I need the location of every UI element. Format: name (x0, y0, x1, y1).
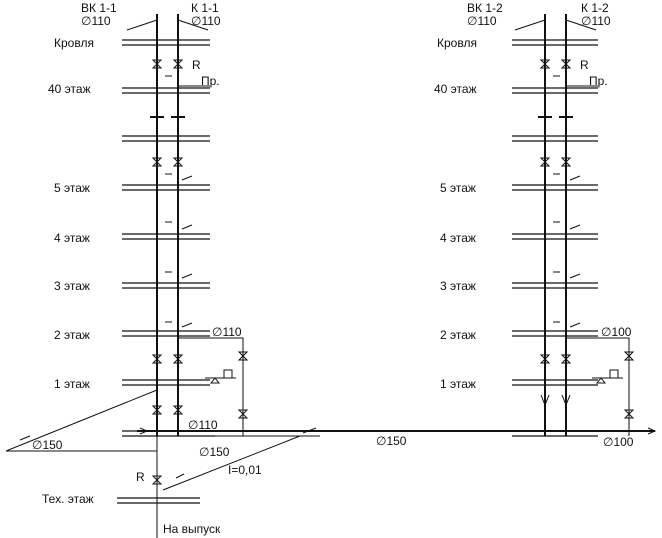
floor-label-5: 5 этаж (54, 181, 90, 195)
main-arrow-right (647, 427, 657, 435)
riser-head-leader (514, 19, 546, 31)
riser-label-vk-1-2: ВК 1-2 (467, 1, 503, 15)
floor-label-40: 40 этаж (48, 82, 91, 96)
riser-label-k-1-1: К 1-1 (191, 1, 219, 15)
branch-2nd-floor-left (178, 337, 244, 436)
floor-label-tech: Тех. этаж (42, 492, 94, 506)
valve-branch-left (237, 351, 249, 361)
main-diam-left: ∅110 (188, 418, 218, 432)
floor-labels-right: Кровля 40 этаж 5 этаж 4 этаж 3 этаж 2 эт… (434, 36, 477, 391)
flow-mark (19, 435, 31, 441)
revision-label-right: R (580, 58, 589, 72)
floor-label-roof: Кровля (54, 36, 94, 50)
riser-group-right (512, 14, 657, 437)
fixture-symbol-left (205, 369, 236, 384)
pipe-annotations: R R Пр. Пр. ∅110 ∅100 ∅110 ∅100 ∅150 ∅15… (32, 58, 634, 536)
cleanout-label-left: Пр. (201, 74, 220, 88)
floor-label-1: 1 этаж (440, 377, 476, 391)
slope-label: I=0,01 (228, 463, 262, 477)
valve-branch-right (623, 351, 635, 361)
floor-label-1: 1 этаж (54, 377, 90, 391)
outlet-label: На выпуск (163, 522, 221, 536)
floor-labels-left: Кровля 40 этаж 5 этаж 4 этаж 3 этаж 2 эт… (42, 36, 94, 506)
riser-diam-k-1-2: ∅110 (581, 14, 611, 28)
riser-label-vk-1-1: ВК 1-1 (81, 1, 117, 15)
valve-tech-floor (151, 475, 163, 485)
revision-label-left: R (192, 58, 201, 72)
main-diam-right: ∅100 (603, 435, 634, 449)
slope-diam: ∅150 (199, 445, 230, 459)
floor-slabs-right (512, 39, 598, 437)
valves-left (151, 59, 184, 415)
riser-diam-k-1-1: ∅110 (191, 14, 221, 28)
floor-label-roof: Кровля (437, 36, 477, 50)
riser-head-leader (126, 19, 158, 31)
cleanout-label-right: Пр. (589, 74, 608, 88)
floor-label-4: 4 этаж (440, 231, 476, 245)
collector-slope-diagonal (162, 435, 301, 491)
floor-label-5: 5 этаж (440, 181, 476, 195)
branch-2nd-floor-right (566, 337, 630, 436)
floor-slabs-left (122, 39, 215, 437)
valve-branch-left (237, 409, 249, 419)
floor-label-2: 2 этаж (440, 328, 476, 342)
branch-diam-left: ∅110 (212, 325, 242, 339)
valve-branch-right (623, 409, 635, 419)
slope-mark (175, 473, 185, 479)
floor-taps-left (165, 75, 193, 328)
riser-head-leader (177, 19, 209, 31)
valves-right (539, 59, 572, 364)
riser-group-left (5, 14, 320, 538)
bypass-diam: ∅150 (32, 438, 63, 452)
riser-label-k-1-2: К 1-2 (581, 1, 609, 15)
riser-diam-vk-1-2: ∅110 (467, 14, 497, 28)
fixture-symbol-right (592, 369, 623, 384)
riser-diam-vk-1-1: ∅110 (81, 14, 111, 28)
floor-label-4: 4 этаж (54, 231, 90, 245)
riser-head-leader (565, 19, 597, 31)
junction-mark (302, 427, 317, 434)
collector-diagonal (5, 389, 158, 452)
riser-labels: ВК 1-1 ∅110 К 1-1 ∅110 ВК 1-2 ∅110 К 1-2… (81, 1, 611, 28)
floor-label-40: 40 этаж (434, 82, 477, 96)
branch-diam-right: ∅100 (601, 325, 632, 339)
floor-taps-right (540, 75, 581, 407)
main-arrow-left (139, 427, 149, 435)
floor-label-3: 3 этаж (54, 279, 90, 293)
floor-label-2: 2 этаж (54, 328, 90, 342)
floor-label-3: 3 этаж (440, 279, 476, 293)
revision-label-tech: R (136, 470, 145, 484)
collector-diam: ∅150 (376, 434, 407, 448)
